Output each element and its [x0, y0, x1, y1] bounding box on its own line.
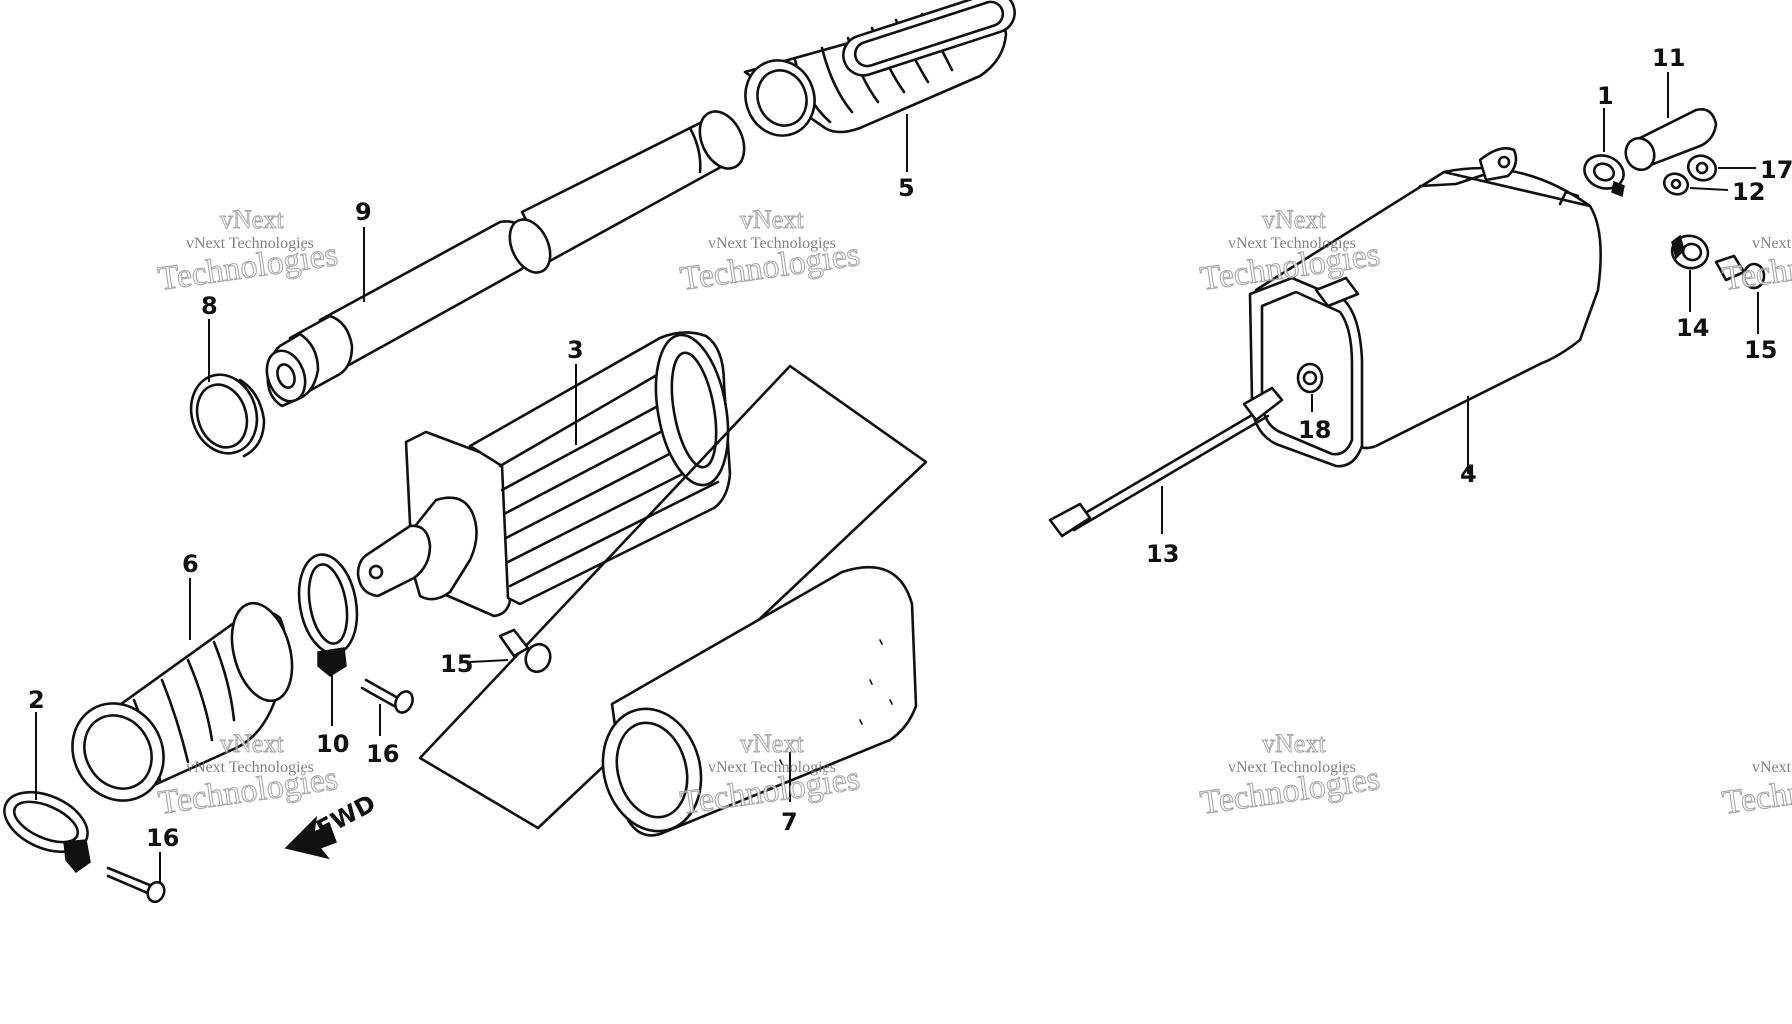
- svg-text:vNext Technologies: vNext Technologies: [1752, 235, 1792, 252]
- part-14-grommet: [1670, 234, 1710, 270]
- svg-text:vNext: vNext: [740, 205, 804, 234]
- svg-text:vNext Technologies: vNext Technologies: [1228, 235, 1356, 252]
- svg-text:vNext: vNext: [220, 205, 284, 234]
- part-labels: 5 9 8 3 6 2 10 16 16 15 7 4 13 18 1 11 1…: [28, 44, 1792, 852]
- part-label-11: 11: [1652, 44, 1685, 72]
- part-label-7: 7: [781, 808, 798, 836]
- part-label-15-right: 15: [1744, 336, 1777, 364]
- svg-text:vNext Technologies: vNext Technologies: [1228, 759, 1356, 776]
- part-13-stud: [1048, 386, 1284, 538]
- part-3-filter-element: [356, 331, 732, 618]
- part-9-tube: [265, 110, 746, 408]
- watermark-8: vNext Technologies Technologies: [1719, 759, 1792, 822]
- svg-text:vNext Technologies: vNext Technologies: [708, 235, 836, 252]
- part-11-collar: [1624, 108, 1718, 172]
- part-label-4: 4: [1460, 460, 1477, 488]
- part-label-15-left: 15: [440, 650, 473, 678]
- part-label-6: 6: [182, 550, 199, 578]
- part-15-bolt-left: [498, 628, 552, 674]
- part-4-air-cleaner-case: [1248, 147, 1602, 468]
- part-5-air-boot: [743, 0, 1016, 137]
- part-label-16-middle: 16: [366, 740, 399, 768]
- part-label-12: 12: [1732, 178, 1765, 206]
- part-16-bolt-middle: [360, 678, 414, 714]
- leader-lines: [35, 72, 1759, 884]
- part-7-filter-sheet: [418, 364, 928, 830]
- part-label-14: 14: [1676, 314, 1709, 342]
- svg-text:vNext: vNext: [220, 729, 284, 758]
- part-2-clamp: [3, 790, 91, 874]
- part-label-2: 2: [28, 686, 45, 714]
- part-12-washer: [1662, 172, 1690, 196]
- part-label-8: 8: [201, 292, 218, 320]
- part-label-1: 1: [1597, 82, 1614, 110]
- svg-text:vNext Technologies: vNext Technologies: [186, 759, 314, 776]
- part-1-grommet: [1583, 154, 1625, 198]
- fwd-direction-arrow: [284, 815, 337, 860]
- svg-text:vNext: vNext: [740, 729, 804, 758]
- part-label-17: 17: [1760, 156, 1792, 184]
- part-17-nut: [1686, 154, 1718, 182]
- part-label-5: 5: [898, 174, 915, 202]
- part-10-clamp: [297, 553, 359, 677]
- part-label-9: 9: [355, 198, 372, 226]
- part-label-16-lower: 16: [146, 824, 179, 852]
- part-8-ring: [189, 373, 266, 458]
- part-16-bolt-lower: [106, 866, 166, 904]
- part-label-3: 3: [567, 336, 584, 364]
- part-15-bolt-right: [1714, 254, 1766, 290]
- part-label-18: 18: [1298, 416, 1331, 444]
- part-6-lower-boot: [71, 601, 294, 802]
- svg-text:vNext Technologies: vNext Technologies: [708, 759, 836, 776]
- svg-text:vNext Technologies: vNext Technologies: [1752, 759, 1792, 776]
- svg-text:vNext Technologies: vNext Technologies: [186, 235, 314, 252]
- part-label-10: 10: [316, 730, 349, 758]
- part-7-foam-sleeve: [601, 566, 918, 837]
- svg-text:vNext: vNext: [1262, 729, 1326, 758]
- part-label-13: 13: [1146, 540, 1179, 568]
- svg-text:vNext: vNext: [1262, 205, 1326, 234]
